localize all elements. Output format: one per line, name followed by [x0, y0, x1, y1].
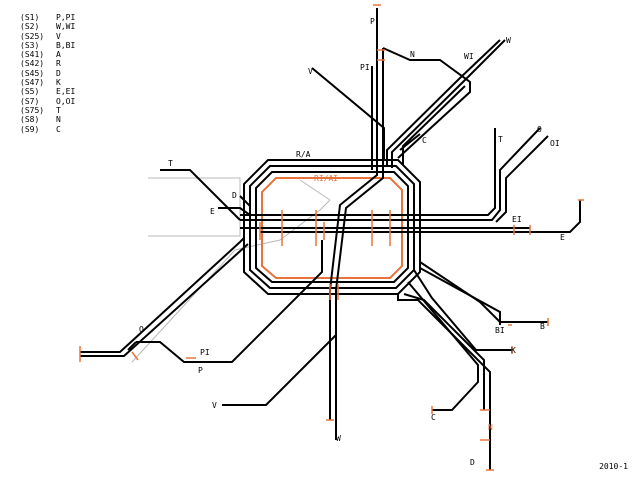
legend-branches: E,EI: [56, 87, 76, 97]
legend-branches: R: [56, 59, 61, 69]
label-o-west: O: [139, 325, 144, 334]
legend-line: (S5): [20, 87, 40, 97]
label-t-west: T: [168, 159, 173, 168]
legend-line: (S9): [20, 124, 40, 134]
legend-branches: W,WI: [56, 22, 76, 32]
ring-inner-track: [261, 177, 403, 279]
station-ticks: [79, 4, 584, 471]
legend-branches: T: [56, 105, 61, 115]
legend-row: (S42) R: [20, 59, 120, 68]
legend-row: (S8) N: [20, 115, 120, 124]
legend-branches: O,OI: [56, 96, 76, 106]
label-w: W: [506, 36, 511, 45]
label-n-south: N: [488, 423, 493, 432]
label-pi: PI: [360, 63, 370, 72]
legend-row: (S9) C: [20, 125, 120, 134]
legend-branches: D: [56, 68, 61, 78]
label-c-north: C: [422, 136, 427, 145]
v-north-branch: [311, 67, 385, 160]
legend-line: (S2): [20, 22, 40, 32]
label-p: P: [370, 17, 375, 26]
legend-row: (S25) V: [20, 32, 120, 41]
legend-branches: P,PI: [56, 13, 76, 22]
west-branches: [160, 169, 251, 250]
terminal-labels: P PI N WI W V C T O OI T R/A RI/AI D E E…: [139, 17, 565, 467]
label-d-south: D: [470, 458, 475, 467]
label-bi: BI: [495, 326, 505, 335]
t-oi-branches: [240, 127, 549, 223]
legend-branches: N: [56, 115, 61, 125]
label-b: B: [540, 322, 545, 331]
label-wi: WI: [464, 52, 474, 61]
legend-row: (S41) A: [20, 50, 120, 59]
legend-line: (S8): [20, 115, 40, 125]
label-v-south: V: [212, 401, 217, 410]
label-ei: EI: [512, 215, 522, 224]
e-ei-branches: [218, 200, 581, 233]
label-k: K: [511, 346, 516, 355]
legend-branches: K: [56, 78, 61, 88]
o-diagonal: [80, 237, 249, 357]
label-w-south: W: [336, 434, 341, 443]
label-p-south: P: [198, 366, 203, 375]
label-o: O: [537, 125, 542, 134]
legend-line: (S7): [20, 96, 40, 106]
legend-row: (S75) T: [20, 106, 120, 115]
legend-row: (S3) B,BI: [20, 41, 120, 50]
label-t-east: T: [498, 135, 503, 144]
label-pi-south: PI: [200, 348, 210, 357]
label-v-north: V: [308, 67, 313, 76]
legend-branches: B,BI: [56, 40, 76, 50]
label-e-west: E: [210, 207, 215, 216]
line-legend: (S1) P,PI (S2) W,WI (S25) V (S3) B,BI (S41) A…: [20, 13, 120, 134]
legend-line: (S75): [20, 105, 45, 115]
label-n: N: [410, 50, 415, 59]
legend-branches: A: [56, 50, 61, 60]
north-south-trunk: [329, 8, 384, 440]
legend-row: (S47) K: [20, 78, 120, 87]
legend-row: (S45) D: [20, 69, 120, 78]
legend-branches: C: [56, 124, 61, 134]
legend-line: (S42): [20, 59, 45, 69]
legend-row: (S1) P,PI: [20, 13, 120, 22]
ghost-tracks: [131, 177, 331, 363]
label-oi: OI: [550, 139, 560, 148]
label-e-east: E: [560, 233, 565, 242]
label-ring-inner: RI/AI: [314, 174, 338, 183]
label-d-ring: D: [232, 191, 237, 200]
c-north-branch: [399, 133, 421, 151]
legend-line: (S41): [20, 50, 45, 60]
legend-line: (S45): [20, 68, 45, 78]
p-south-west: [127, 240, 323, 363]
legend-line: (S47): [20, 78, 45, 88]
legend-branches: V: [56, 31, 61, 41]
legend-row: (S5) E,EI: [20, 87, 120, 96]
label-ring: R/A: [296, 150, 311, 159]
year-label: 2010-1: [599, 462, 628, 471]
label-c-south: C: [431, 413, 436, 422]
legend-row: (S2) W,WI: [20, 22, 120, 31]
legend-row: (S7) O,OI: [20, 97, 120, 106]
v-south-branch: [222, 334, 337, 406]
legend-line: (S3): [20, 40, 40, 50]
north-east-branches: [382, 39, 506, 168]
legend-line: (S25): [20, 31, 45, 41]
south-east-branches: [397, 261, 548, 470]
legend-line: (S1): [20, 13, 40, 22]
